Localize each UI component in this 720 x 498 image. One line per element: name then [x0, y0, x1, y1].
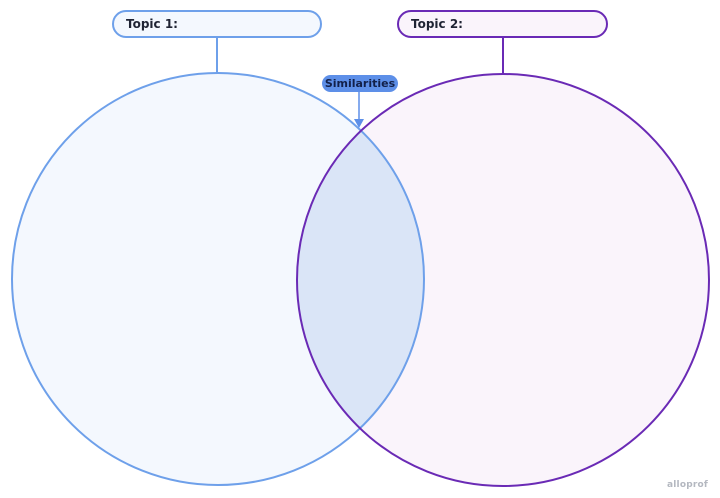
- topic1-circle-fill: [12, 73, 424, 485]
- similarities-badge: Similarities: [322, 75, 398, 92]
- topic2-circle[interactable]: [296, 73, 710, 487]
- similarities-arrow-head: [354, 119, 364, 128]
- topic2-field[interactable]: Topic 2:: [397, 10, 608, 38]
- topic1-label: Topic 1:: [126, 17, 178, 31]
- topic2-label: Topic 2:: [411, 17, 463, 31]
- topic1-field[interactable]: Topic 1:: [112, 10, 322, 38]
- topic1-circle[interactable]: [11, 72, 425, 486]
- topic2-circle-fill: [297, 74, 709, 486]
- brand-logo-text: alloprof: [666, 480, 708, 490]
